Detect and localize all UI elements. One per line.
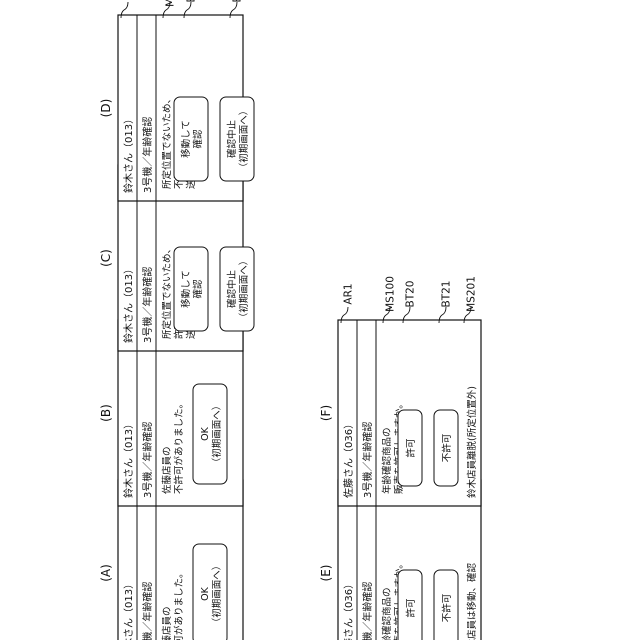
panel-label: (B) (99, 404, 113, 422)
terminal-purpose: 3号機／年齢確認 (141, 117, 154, 193)
operator-name: 鈴木さん（013） (122, 419, 135, 498)
screen-button[interactable]: 移動して確認 (174, 247, 208, 331)
button-label[interactable]: 確認 (192, 129, 204, 149)
panel-f: 佐藤さん（036）3号機／年齢確認年齢確認商品の販売を許可しますか。許可不許可鈴… (319, 276, 481, 506)
screen-button[interactable]: 許可 (398, 570, 422, 640)
terminal-purpose: 3号機／年齢確認 (361, 422, 374, 498)
message-line: 許可がありました。 (173, 568, 185, 640)
reference-label: MS201 (466, 276, 478, 312)
panel-label: (D) (99, 99, 113, 118)
reference-label: BT20 (405, 281, 417, 308)
message-line: 所定位置でないため、 (161, 94, 173, 189)
operator-name: 鈴木さん（013） (122, 264, 135, 343)
screen-button[interactable]: 確認中止（初期画面へ） (220, 97, 254, 181)
reference-label: MS106 (165, 0, 177, 7)
screen-button[interactable]: 不許可 (434, 410, 458, 486)
operator-name: 佐藤さん（036） (343, 579, 355, 640)
screen-button[interactable]: 移動して確認 (174, 97, 208, 181)
button-label[interactable]: （初期画面へ） (238, 106, 250, 173)
terminal-purpose: 3号機／年齢確認 (361, 582, 374, 640)
reference-label: MS100 (385, 276, 397, 312)
button-label[interactable]: 許可 (405, 438, 417, 457)
message-line: 佐藤店員の (161, 446, 173, 494)
button-label[interactable]: 不許可 (441, 594, 453, 623)
status-footer: 鈴木店員は移動、確認 (466, 562, 478, 640)
panel-label: (E) (319, 565, 333, 582)
button-label[interactable]: （初期画面へ） (211, 561, 223, 628)
terminal-purpose: 3号機／年齢確認 (141, 267, 154, 343)
reference-label: AR1 (343, 283, 355, 304)
button-label[interactable]: 移動して (180, 120, 192, 158)
screen-button[interactable]: OK（初期画面へ） (193, 544, 227, 640)
button-label[interactable]: 不許可 (441, 434, 453, 463)
button-label[interactable]: 確認中止 (226, 120, 238, 159)
operator-name: 佐藤さん（036） (343, 419, 355, 498)
message-line: 年齢確認商品の (381, 587, 393, 640)
message-line: 佐藤店員の (161, 606, 173, 640)
button-label[interactable]: （初期画面へ） (238, 256, 250, 323)
button-label[interactable]: （初期画面へ） (211, 401, 223, 468)
button-label[interactable]: 許可 (405, 598, 417, 617)
reference-label: BT31 (186, 0, 198, 2)
message-line: 年齢確認商品の (381, 427, 393, 494)
reference-label: BT32 (232, 0, 244, 2)
button-label[interactable]: 移動して (180, 270, 192, 308)
screen-button[interactable]: 確認中止（初期画面へ） (220, 247, 254, 331)
button-label[interactable]: 確認 (192, 279, 204, 299)
message-line: 不許可がありました。 (173, 399, 185, 494)
screen-button[interactable]: OK（初期画面へ） (193, 384, 227, 484)
message-line: 所定位置でないため、 (161, 244, 173, 339)
terminal-purpose: 3号機／年齢確認 (141, 582, 154, 640)
reference-label: BT21 (441, 281, 453, 308)
operator-name: 鈴木さん（013） (122, 579, 135, 640)
button-label[interactable]: OK (200, 586, 211, 600)
panel-label: (F) (319, 405, 333, 421)
screen-button[interactable]: 不許可 (434, 570, 458, 640)
panel-label: (A) (99, 564, 113, 582)
button-label[interactable]: OK (200, 426, 211, 440)
panel-label: (C) (99, 249, 113, 267)
status-footer: 鈴木店員離脱(所定位置外) (466, 386, 478, 498)
panel-d: 鈴木さん（013）3号機／年齢確認所定位置でないため、不許可情報を送信しません。… (99, 0, 254, 201)
screen-button[interactable]: 許可 (398, 410, 422, 486)
operator-name: 鈴木さん（013） (122, 114, 135, 193)
terminal-purpose: 3号機／年齢確認 (141, 422, 154, 498)
button-label[interactable]: 確認中止 (226, 270, 238, 309)
